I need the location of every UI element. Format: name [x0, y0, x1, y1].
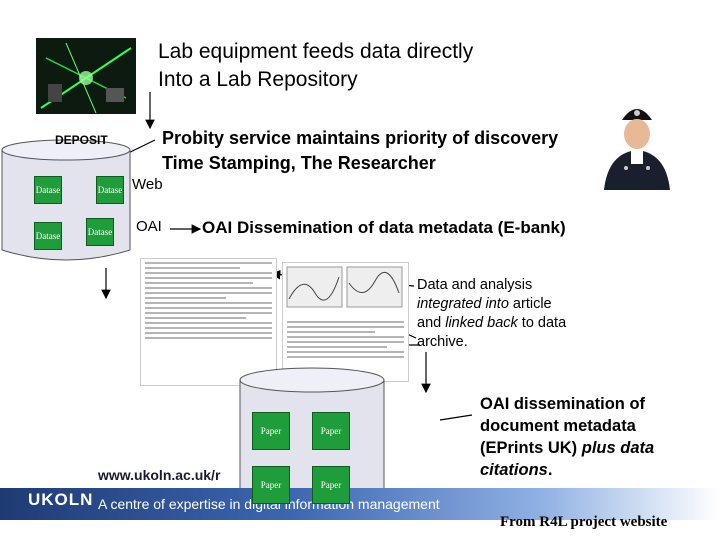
paper-box-1: Paper — [252, 412, 290, 450]
analysis-part: archive. — [417, 334, 468, 350]
paper-box-3: Paper — [252, 466, 290, 504]
police-officer-image — [598, 98, 676, 190]
probity-text: Probity service maintains priority of di… — [162, 126, 558, 176]
dataset-label: Datase — [86, 218, 114, 246]
oai-doc-line: . — [547, 461, 553, 479]
article-page-1 — [140, 258, 277, 386]
dataset-label: Datase — [34, 222, 62, 250]
oai-dissemination-text: OAI Dissemination of data metadata (E-ba… — [202, 218, 566, 237]
source-credit: From R4L project website — [500, 514, 668, 530]
probity-line-1: Probity service maintains priority of di… — [162, 128, 559, 148]
analysis-part-italic: integrated into — [417, 296, 509, 312]
researcher-figure — [604, 109, 670, 190]
title-line-2: Into a Lab Repository — [158, 68, 358, 91]
footer-tagline: A centre of expertise in digital informa… — [98, 496, 440, 512]
title-line-1: Lab equipment feeds data directly — [158, 40, 474, 63]
paper-box-2: Paper — [312, 412, 350, 450]
analysis-part: article — [508, 296, 552, 312]
footer-bar — [0, 488, 720, 520]
article-page-2 — [282, 262, 409, 382]
analysis-part: to data — [517, 315, 567, 331]
laser-image — [36, 38, 136, 114]
article-figure — [286, 266, 403, 308]
web-label: Web — [132, 176, 163, 193]
title: Lab equipment feeds data directly Into a… — [158, 38, 473, 94]
oai-doc-line: document metadata — [480, 417, 636, 435]
lab-equipment-photo — [36, 38, 136, 114]
oai-doc-line: (EPrints UK) — [480, 439, 582, 457]
oai-doc-line: OAI dissemination of — [480, 395, 646, 413]
dataset-label: Datase — [96, 176, 124, 204]
analysis-part: Data and analysis — [417, 277, 533, 293]
dataset-label: Datase — [34, 176, 62, 204]
oai-label: OAI — [136, 218, 162, 235]
oai-doc-italic: citations — [480, 461, 548, 479]
deposit-label: DEPOSIT — [55, 133, 108, 147]
analysis-part-italic: linked back — [445, 315, 518, 331]
analysis-text: Data and analysis integrated into articl… — [417, 276, 617, 352]
probity-line-2: Time Stamping, The Researcher — [162, 153, 436, 173]
line-oai-doc — [439, 414, 473, 421]
paper-box-4: Paper — [312, 466, 350, 504]
ukoln-url[interactable]: www.ukoln.ac.uk/r — [98, 467, 221, 483]
ukoln-logo: UKOLN — [28, 490, 94, 509]
oai-doc-italic: plus data — [581, 439, 655, 457]
oai-document-text: OAI dissemination of document metadata (… — [480, 393, 695, 481]
analysis-part: and — [417, 315, 446, 331]
